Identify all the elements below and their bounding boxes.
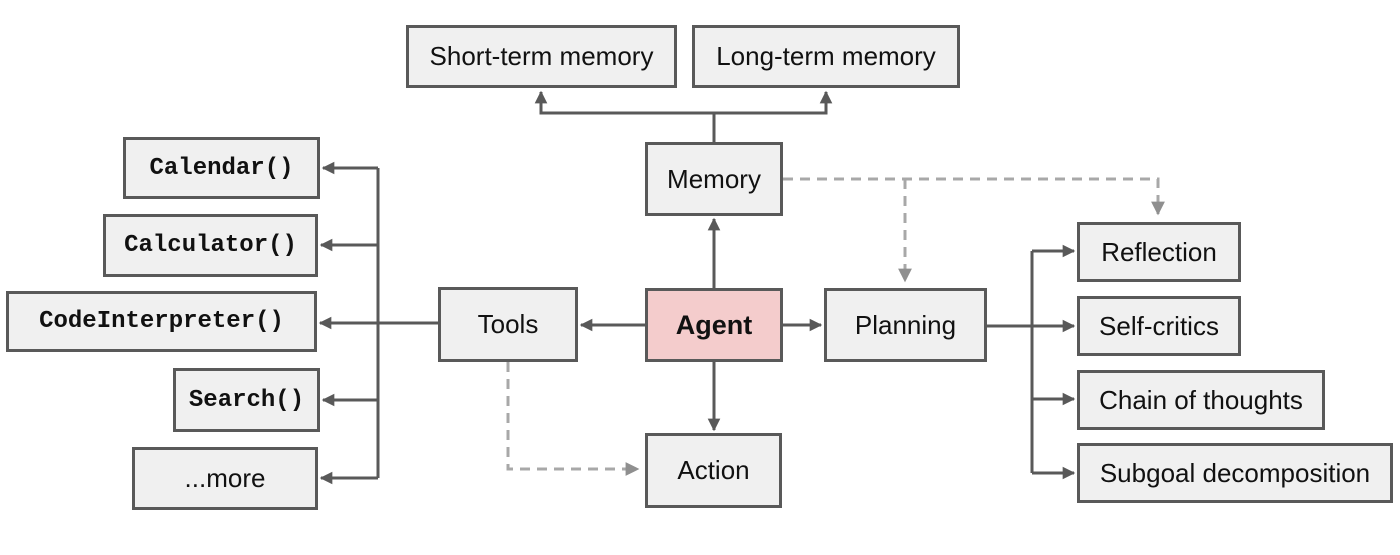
node-agent: Agent [645, 288, 783, 362]
node-subgoal-decomposition: Subgoal decomposition [1077, 443, 1393, 503]
node-action: Action [645, 433, 782, 508]
node-calculator-tool: Calculator() [103, 214, 318, 277]
node-self-critics: Self-critics [1077, 296, 1241, 356]
edge-tools-to-action-dashed [506, 362, 640, 476]
node-long-term-memory: Long-term memory [692, 25, 960, 88]
node-planning: Planning [824, 288, 987, 362]
node-calendar-tool: Calendar() [123, 137, 320, 199]
node-more-tools: ...more [132, 447, 318, 510]
node-short-term-memory: Short-term memory [406, 25, 677, 88]
node-reflection: Reflection [1077, 222, 1241, 282]
edge-memory-to-reflection-dashed [783, 177, 1165, 216]
edge-memory-to-short-term [534, 90, 716, 142]
node-tools: Tools [438, 287, 578, 362]
node-code-interpreter-tool: CodeInterpreter() [6, 291, 317, 352]
node-memory: Memory [645, 142, 783, 216]
node-search-tool: Search() [173, 368, 320, 432]
edge-memory-to-long-term [714, 90, 833, 115]
node-chain-of-thoughts: Chain of thoughts [1077, 370, 1325, 430]
